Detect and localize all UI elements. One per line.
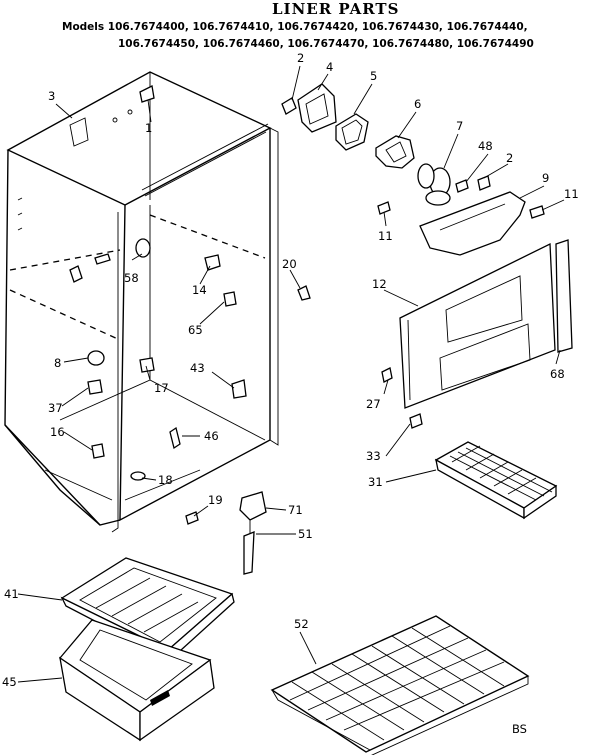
callout-1: 1 (145, 121, 152, 135)
callout-11-right: 11 (564, 187, 579, 201)
callout-17: 17 (154, 381, 169, 395)
callout-14: 14 (192, 283, 207, 297)
callout-71: 71 (288, 503, 303, 517)
models-line-2: 106.7674450, 106.7674460, 106.7674470, 1… (118, 38, 534, 50)
callout-4: 4 (326, 60, 333, 74)
callout-6: 6 (414, 97, 421, 111)
callout-11-left: 11 (378, 229, 393, 243)
callout-5: 5 (370, 69, 377, 83)
callout-12: 12 (372, 277, 387, 291)
callout-2-right: 2 (506, 151, 513, 165)
callout-labels: 3 1 2 4 5 6 7 48 2 9 11 11 12 68 58 14 2… (2, 51, 579, 689)
callout-51: 51 (298, 527, 313, 541)
thermostat-control (239, 491, 267, 575)
callout-43: 43 (190, 361, 205, 375)
callout-7: 7 (456, 119, 463, 133)
callout-9: 9 (542, 171, 549, 185)
wire-shelf (270, 615, 530, 755)
callout-68: 68 (550, 367, 565, 381)
callout-19: 19 (208, 493, 223, 507)
callout-52: 52 (294, 617, 309, 631)
fan-assembly (281, 83, 545, 256)
callout-48: 48 (478, 139, 493, 153)
leader-lines (17, 65, 565, 683)
callout-20: 20 (282, 257, 297, 271)
draftsman-initials: BS (512, 722, 527, 736)
diagram-title: LINER PARTS (272, 0, 399, 18)
callout-45: 45 (2, 675, 17, 689)
callout-31: 31 (368, 475, 383, 489)
interior-parts (69, 85, 311, 525)
rear-panel (381, 239, 573, 429)
callout-16: 16 (50, 425, 65, 439)
callout-3: 3 (48, 89, 55, 103)
callout-33: 33 (366, 449, 381, 463)
callout-8: 8 (54, 356, 61, 370)
callout-27: 27 (366, 397, 381, 411)
callout-2-top: 2 (297, 51, 304, 65)
cabinet-liner (4, 71, 279, 533)
callout-37: 37 (48, 401, 63, 415)
callout-18: 18 (158, 473, 173, 487)
ice-tray (434, 441, 558, 520)
models-line-1: Models 106.7674400, 106.7674410, 106.767… (62, 21, 528, 33)
callout-65: 65 (188, 323, 203, 337)
callout-58: 58 (124, 271, 139, 285)
callout-41: 41 (4, 587, 19, 601)
callout-46: 46 (204, 429, 219, 443)
crisper-set (59, 557, 235, 742)
